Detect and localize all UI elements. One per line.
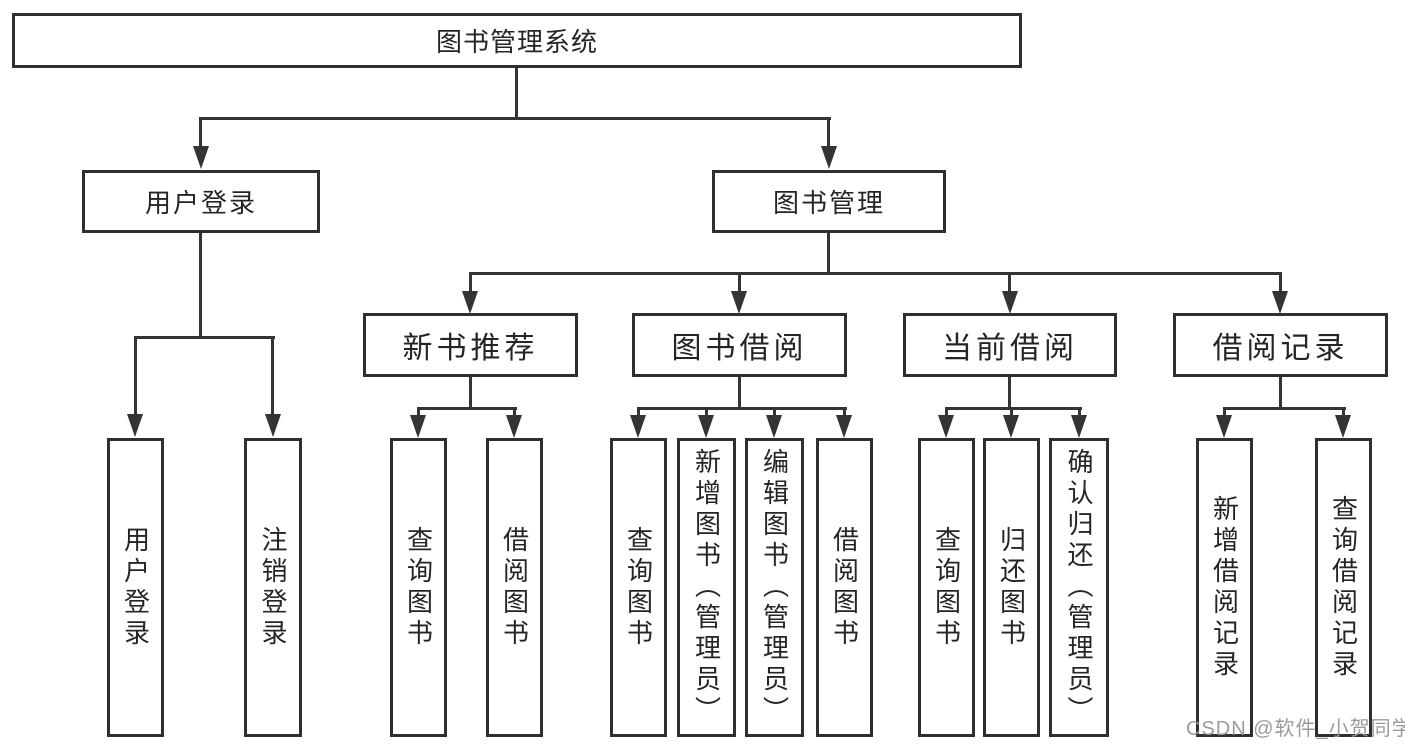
connector-vline (738, 377, 741, 407)
node-label: 新书推荐 (402, 332, 539, 365)
connector-vline (637, 407, 640, 416)
connector-hline (945, 407, 1082, 410)
node-label: 用户登录 (120, 525, 151, 650)
node-label: 借阅图书 (829, 525, 860, 650)
arrowhead-down (127, 414, 143, 437)
node-label: 查询借阅记录 (1328, 494, 1359, 681)
arrowhead-down (410, 415, 426, 438)
arrowhead-down (698, 415, 714, 438)
connector-hline (469, 272, 1282, 275)
connector-hline (417, 407, 517, 410)
watermark: CSDN @软件_小贺同学 (1186, 718, 1405, 740)
node-label: 新增图书（管理员） (691, 448, 722, 727)
arrowhead-down (766, 415, 782, 438)
connector-vline (417, 407, 420, 416)
connector-vline (469, 272, 472, 293)
connector-vline (1223, 407, 1226, 416)
connector-vline (827, 233, 830, 272)
node-label: 归还图书 (996, 525, 1027, 650)
connector-vline (513, 407, 516, 416)
connector-vline (705, 407, 708, 416)
node-new-book-recommendation: 新书推荐 (363, 313, 578, 377)
arrowhead-down (193, 146, 209, 169)
connector-vline (134, 336, 137, 415)
leaf-user-login: 用户登录 (107, 438, 164, 737)
connector-vline (1279, 377, 1282, 407)
arrowhead-down (265, 414, 281, 437)
arrowhead-down (462, 291, 478, 314)
node-current-borrowing: 当前借阅 (903, 313, 1117, 377)
connector-vline (1008, 272, 1011, 293)
leaf-return-books: 归还图书 (983, 438, 1040, 737)
arrowhead-down (938, 415, 954, 438)
connector-vline (271, 336, 274, 415)
connector-vline (827, 117, 830, 147)
leaf-logout: 注销登录 (244, 438, 302, 737)
leaf-query-books-recommend: 查询图书 (390, 438, 447, 737)
node-label: 查询图书 (403, 525, 434, 650)
node-label: 查询图书 (931, 525, 962, 650)
leaf-query-books-borrowing: 查询图书 (610, 438, 667, 737)
connector-hline (134, 336, 275, 339)
node-label: 图书管理系统 (435, 27, 598, 57)
leaf-confirm-return-admin: 确认归还（管理员） (1049, 438, 1109, 737)
connector-vline (469, 377, 472, 407)
connector-hline (1223, 407, 1346, 410)
arrowhead-down (1335, 415, 1351, 438)
connector-vline (1279, 272, 1282, 293)
connector-vline (515, 68, 518, 117)
node-label: 注销登录 (258, 525, 288, 650)
node-book-management-system: 图书管理系统 (12, 13, 1022, 68)
connector-hline (637, 407, 847, 410)
connector-vline (1010, 407, 1013, 416)
node-label: 借阅图书 (499, 525, 530, 650)
arrowhead-down (731, 291, 747, 314)
connector-vline (199, 233, 202, 336)
node-label: 确认归还（管理员） (1064, 448, 1094, 727)
node-label: 图书管理 (772, 188, 885, 218)
connector-hline (199, 117, 831, 120)
node-label: 用户登录 (144, 188, 257, 218)
connector-vline (1008, 377, 1011, 407)
connector-vline (773, 407, 776, 416)
connector-vline (1078, 407, 1081, 416)
leaf-query-books-current: 查询图书 (918, 438, 975, 737)
leaf-borrow-books-recommend: 借阅图书 (486, 438, 543, 737)
node-label: 查询图书 (623, 525, 654, 650)
node-label: 图书借阅 (671, 332, 808, 365)
node-book-borrowing: 图书借阅 (632, 313, 847, 377)
node-borrowing-records: 借阅记录 (1173, 313, 1388, 377)
leaf-edit-book-admin: 编辑图书（管理员） (745, 438, 804, 737)
connector-vline (738, 272, 741, 293)
leaf-add-borrow-record: 新增借阅记录 (1196, 438, 1253, 737)
connector-vline (945, 407, 948, 416)
arrowhead-down (1216, 415, 1232, 438)
arrowhead-down (630, 415, 646, 438)
arrowhead-down (836, 415, 852, 438)
node-label: 编辑图书（管理员） (759, 448, 790, 727)
leaf-add-book-admin: 新增图书（管理员） (677, 438, 736, 737)
arrowhead-down (506, 415, 522, 438)
connector-vline (1342, 407, 1345, 416)
node-label: 借阅记录 (1212, 332, 1349, 365)
arrowhead-down (821, 146, 837, 169)
leaf-borrow-books-borrowing: 借阅图书 (816, 438, 873, 737)
arrowhead-down (1272, 291, 1288, 314)
arrowhead-down (1071, 415, 1087, 438)
arrowhead-down (1003, 415, 1019, 438)
connector-vline (843, 407, 846, 416)
node-label: 当前借阅 (942, 332, 1078, 365)
leaf-query-borrow-record: 查询借阅记录 (1315, 438, 1372, 737)
connector-vline (199, 117, 202, 147)
node-user-login: 用户登录 (82, 170, 320, 233)
node-label: 新增借阅记录 (1209, 494, 1240, 681)
arrowhead-down (1002, 291, 1018, 314)
node-book-management: 图书管理 (712, 170, 946, 233)
